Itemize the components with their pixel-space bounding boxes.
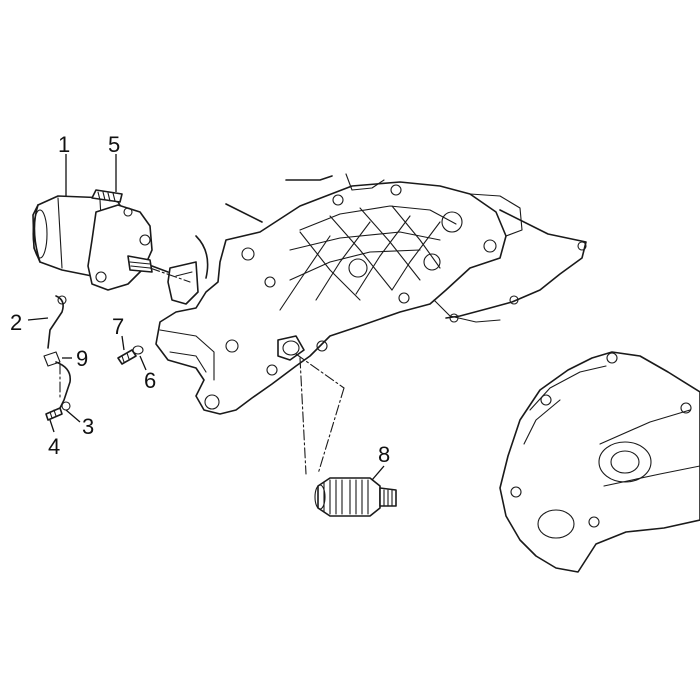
washer-part-6 [132,345,144,355]
callout-leaders [27,154,385,481]
callout-2: 2 [10,310,22,335]
callout-4: 4 [48,434,60,459]
leader-3 [65,409,81,423]
leader-2 [27,317,49,321]
leader-6 [139,355,147,371]
leader-7 [121,335,125,351]
ground-cable [43,295,72,409]
leader-8 [371,465,385,481]
callout-9: 9 [76,346,88,371]
callout-1: 1 [58,132,70,157]
starter-gear-part-8 [314,477,397,517]
bolt-part-7 [117,349,137,365]
callout-6: 6 [144,368,156,393]
cover-gasket [445,209,587,323]
callout-8: 8 [378,442,390,467]
callout-3: 3 [82,414,94,439]
starter-motor [32,189,169,291]
starter-gasket [167,235,209,305]
assembly-guide-lines [59,267,345,475]
transmission-cover [499,351,700,573]
callout-7: 7 [112,314,124,339]
crankcase [155,173,523,415]
callout-5: 5 [108,132,120,157]
leader-4 [49,419,55,433]
